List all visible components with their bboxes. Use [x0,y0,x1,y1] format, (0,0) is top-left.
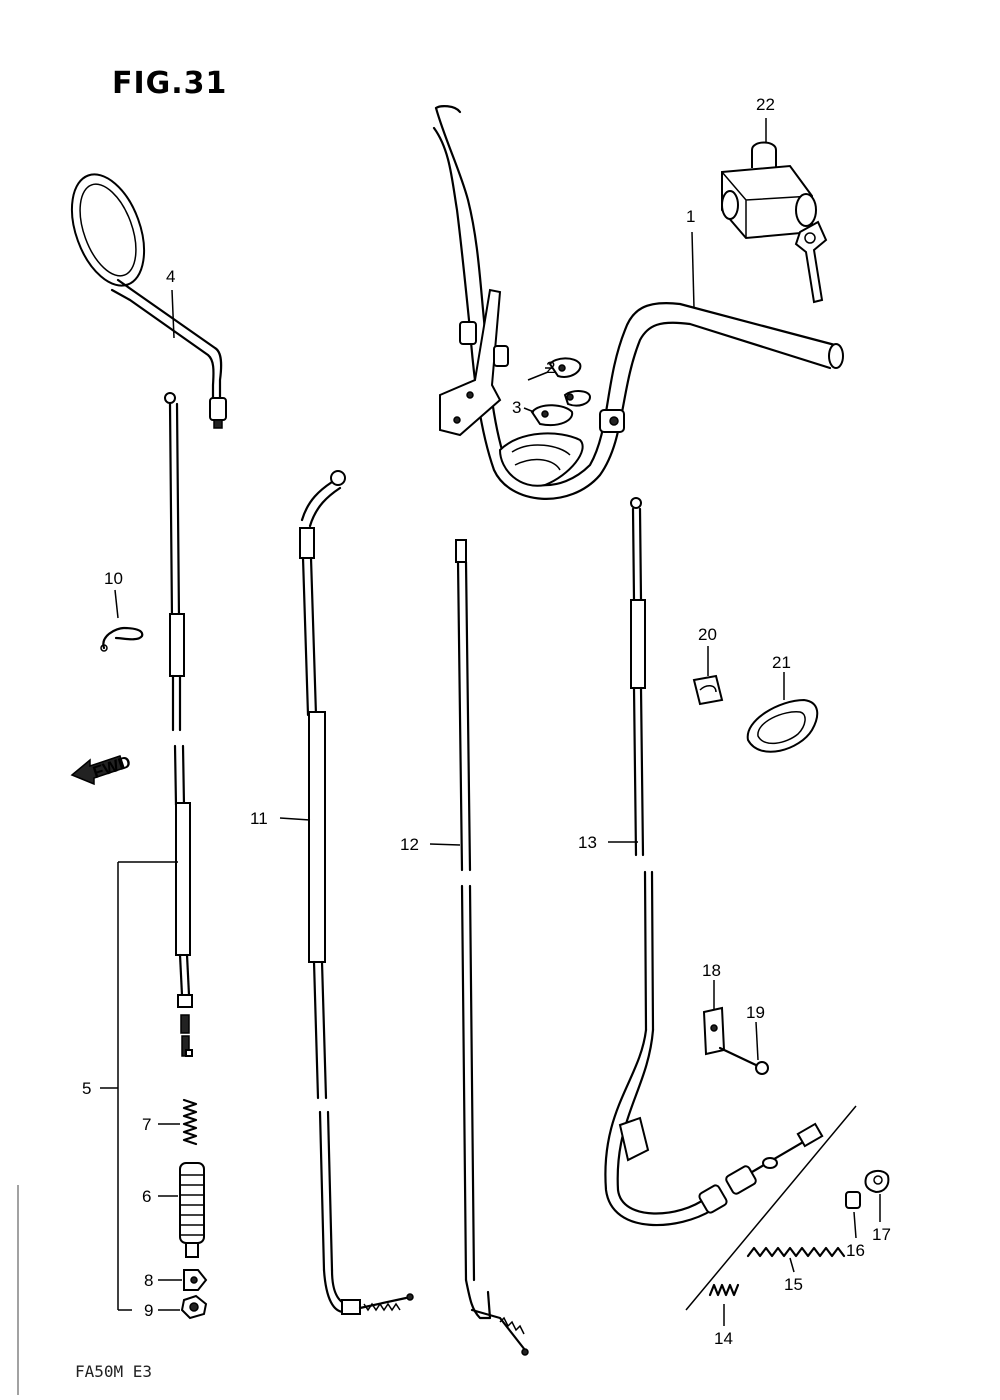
callout-1: 1 [686,207,695,226]
callout-11: 11 [250,809,268,828]
cable-part-13 [604,497,824,1227]
callout-19: 19 [746,1003,765,1022]
handlebar-part [432,105,844,500]
callout-18: 18 [702,961,721,980]
callout-17: 17 [872,1225,891,1244]
exploded-axis-line [685,1105,857,1311]
callout-5: 5 [82,1079,91,1098]
callout-22: 22 [756,95,775,114]
lock-part-22 [721,118,828,304]
boot-part-6 [179,1162,205,1258]
cable-part-11 [299,470,414,1315]
spring-part-7 [182,1098,198,1146]
callout-15: 15 [784,1275,803,1294]
callout-13: 13 [578,833,597,852]
callout-4: 4 [166,267,175,286]
forward-arrow-icon: FWD [70,752,133,786]
callout-16: 16 [846,1241,865,1260]
clamp-part-3 [530,390,592,426]
bracket-part-18 [702,980,726,1056]
grommet-part-21 [746,672,819,753]
spring-part-14 [708,1283,740,1297]
clamp-part-2 [545,357,582,378]
bolt-part-19 [718,1021,769,1075]
footer-code: FA50M E3 [75,1362,153,1381]
callout-20: 20 [698,625,717,644]
callout-labels: 1 2 3 4 5 6 7 8 9 10 11 12 13 14 15 16 1… [82,95,891,1348]
callout-2: 2 [546,358,555,377]
callout-3: 3 [512,398,521,417]
callout-6: 6 [142,1187,151,1206]
clip-part-10 [100,589,144,652]
callout-12: 12 [400,835,419,854]
figure-title: FIG.31 [112,66,228,101]
callout-21: 21 [772,653,791,672]
mirror-part-4 [70,173,227,429]
callout-14: 14 [714,1329,733,1348]
cap-part-17 [864,1170,890,1194]
callout-10: 10 [104,569,123,588]
callout-8: 8 [144,1271,153,1290]
cable-part-12 [455,539,529,1356]
callout-9: 9 [144,1301,153,1320]
callout-7: 7 [142,1115,151,1134]
adjuster-part-8 [183,1269,208,1291]
fwd-label: FWD [90,752,133,782]
spring-part-15 [746,1246,846,1258]
bracket-line-5 [117,861,178,1311]
nut-part-9 [180,1294,208,1320]
collar-part-16 [845,1191,861,1209]
clamp-part-20 [692,646,724,706]
leader-lines [100,231,881,1326]
cable-part-5 [164,392,193,1057]
